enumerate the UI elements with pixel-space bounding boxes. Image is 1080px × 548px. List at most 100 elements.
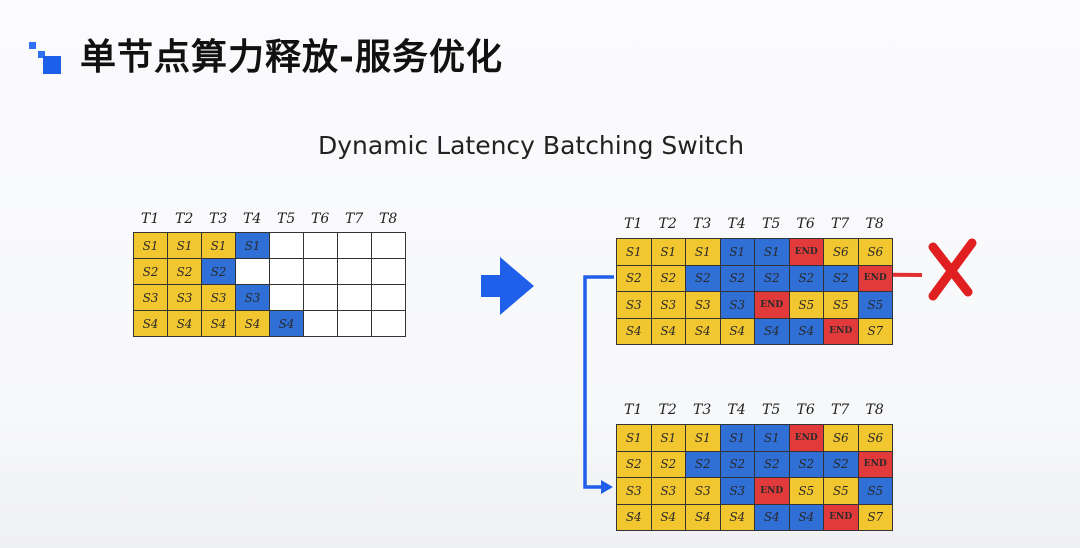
time-header: T3	[693, 216, 712, 232]
sequence-cell: S5	[823, 291, 859, 319]
sequence-cell: S4	[269, 310, 304, 337]
sequence-cell: S5	[823, 477, 859, 505]
sequence-cell: S4	[719, 317, 755, 345]
sequence-cell: S4	[754, 503, 790, 531]
transition-arrow-icon	[481, 257, 534, 315]
sequence-cell	[303, 284, 338, 311]
sequence-cell: S2	[823, 264, 859, 292]
time-header: T1	[624, 402, 643, 418]
time-header: T7	[831, 402, 850, 418]
sequence-cell: S2	[719, 450, 755, 478]
time-header: T8	[379, 211, 398, 227]
sequence-cell: S3	[650, 291, 686, 319]
page-title: 单节点算力释放-服务优化	[80, 37, 503, 78]
end-cell: END	[754, 477, 790, 505]
connector-arrowhead-icon	[601, 480, 613, 494]
end-cell: END	[788, 424, 824, 452]
sequence-cell: S4	[133, 310, 168, 337]
sequence-cell	[269, 232, 304, 259]
time-header: T5	[762, 216, 781, 232]
sequence-cell	[337, 284, 372, 311]
sequence-cell: S4	[754, 317, 790, 345]
sequence-cell: S2	[754, 264, 790, 292]
sequence-cell: S4	[650, 503, 686, 531]
sequence-cell: S3	[685, 477, 721, 505]
sequence-cell	[303, 232, 338, 259]
sequence-cell: S4	[201, 310, 236, 337]
sequence-cell: S1	[650, 238, 686, 266]
sequence-cell: S3	[167, 284, 202, 311]
sequence-cell: S1	[616, 238, 652, 266]
sequence-cell	[337, 310, 372, 337]
sequence-cell: S2	[685, 450, 721, 478]
sequence-cell: S2	[754, 450, 790, 478]
sequence-cell: S6	[823, 238, 859, 266]
time-header: T4	[243, 211, 262, 227]
sequence-cell: S4	[788, 317, 824, 345]
sequence-cell: S1	[685, 424, 721, 452]
sequence-cell: S2	[650, 450, 686, 478]
sequence-cell: S7	[857, 317, 893, 345]
end-cell: END	[823, 317, 859, 345]
sequence-cell: S4	[616, 317, 652, 345]
sequence-cell: S2	[788, 264, 824, 292]
time-header: T7	[345, 211, 364, 227]
time-header: T3	[693, 402, 712, 418]
sequence-cell: S3	[235, 284, 270, 311]
sequence-cell: S4	[616, 503, 652, 531]
sequence-cell: S2	[133, 258, 168, 285]
sequence-cell: S6	[823, 424, 859, 452]
time-header: T6	[796, 402, 815, 418]
sequence-cell: S3	[201, 284, 236, 311]
sequence-cell: S3	[685, 291, 721, 319]
sequence-cell: S5	[857, 477, 893, 505]
time-header: T7	[831, 216, 850, 232]
sequence-cell: S1	[133, 232, 168, 259]
sequence-cell	[235, 258, 270, 285]
time-header: T2	[658, 402, 677, 418]
sequence-cell: S1	[616, 424, 652, 452]
sequence-cell: S2	[719, 264, 755, 292]
time-header: T1	[624, 216, 643, 232]
sequence-cell	[371, 232, 406, 259]
sequence-cell: S1	[685, 238, 721, 266]
sequence-cell	[371, 310, 406, 337]
end-cell: END	[823, 503, 859, 531]
sequence-cell: S3	[650, 477, 686, 505]
time-header: T3	[209, 211, 228, 227]
time-header: T8	[865, 402, 884, 418]
time-header: T6	[311, 211, 330, 227]
sequence-cell: S1	[235, 232, 270, 259]
sequence-cell: S1	[719, 238, 755, 266]
sequence-cell: S4	[685, 503, 721, 531]
sequence-cell	[371, 258, 406, 285]
sequence-cell: S4	[788, 503, 824, 531]
sequence-cell: S2	[201, 258, 236, 285]
sequence-cell	[337, 232, 372, 259]
sequence-cell: S3	[719, 291, 755, 319]
sequence-cell: S3	[133, 284, 168, 311]
time-header: T6	[796, 216, 815, 232]
sequence-cell	[371, 284, 406, 311]
sequence-cell: S2	[616, 450, 652, 478]
sequence-cell: S1	[754, 424, 790, 452]
brand-logo-icon	[29, 42, 61, 74]
diagram-subtitle: Dynamic Latency Batching Switch	[317, 131, 745, 160]
time-header: T1	[141, 211, 160, 227]
sequence-cell: S4	[650, 317, 686, 345]
sequence-cell: S1	[719, 424, 755, 452]
switch-connector-arrow	[583, 275, 614, 489]
sequence-cell: S4	[167, 310, 202, 337]
sequence-cell: S4	[235, 310, 270, 337]
time-header: T2	[175, 211, 194, 227]
end-cell: END	[754, 291, 790, 319]
sequence-cell: S2	[788, 450, 824, 478]
time-header: T5	[762, 402, 781, 418]
sequence-cell: S2	[650, 264, 686, 292]
sequence-cell	[303, 310, 338, 337]
sequence-cell: S1	[201, 232, 236, 259]
sequence-cell: S6	[857, 238, 893, 266]
end-cell: END	[857, 264, 893, 292]
sequence-cell: S7	[857, 503, 893, 531]
sequence-cell: S1	[650, 424, 686, 452]
